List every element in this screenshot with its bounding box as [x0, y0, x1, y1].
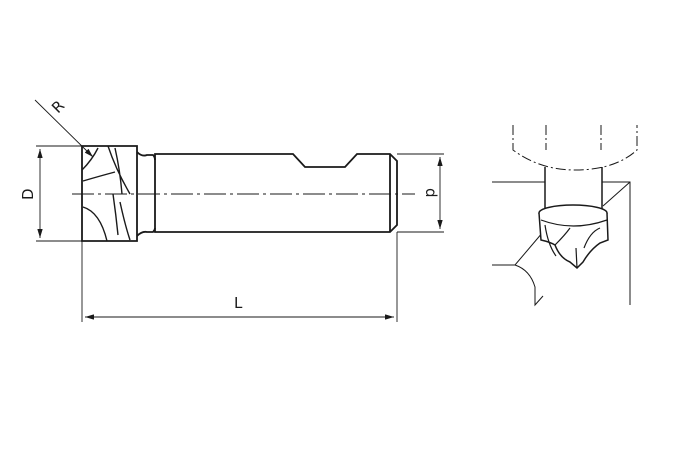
shank [154, 153, 398, 233]
usage-view [492, 125, 638, 307]
diameter-label: D [19, 188, 37, 200]
cutter-flutes [81, 145, 131, 242]
cutter-body [538, 212, 609, 270]
dimension-lines [34, 99, 444, 322]
machine-spindle [512, 125, 638, 171]
workpiece-edge [492, 181, 631, 307]
cutter-flutes-view [540, 219, 608, 269]
length-label: L [234, 294, 243, 312]
tool-shank [544, 167, 603, 213]
side-view [34, 99, 444, 322]
shank-diameter-label: d [422, 188, 440, 198]
radius-label: R [48, 97, 68, 117]
